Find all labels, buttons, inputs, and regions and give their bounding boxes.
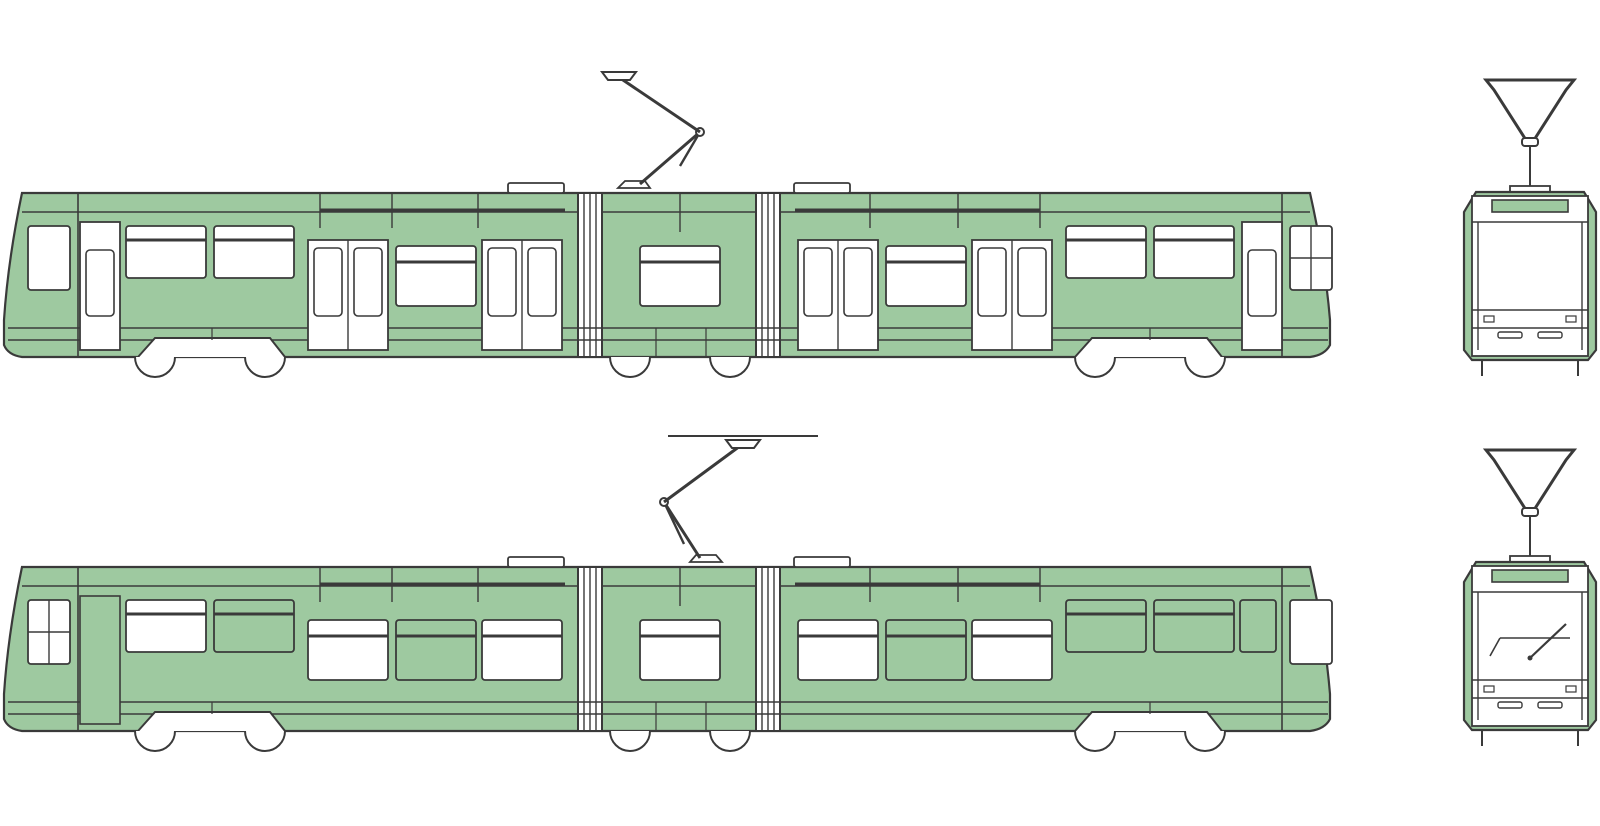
side-view-b (4, 435, 1333, 751)
front-view-b (1464, 450, 1597, 746)
front-view-a (1464, 80, 1596, 376)
pantograph-a (600, 71, 705, 189)
wiper-b (1489, 602, 1597, 661)
pantograph-b (659, 435, 818, 563)
side-view-a (4, 71, 1333, 377)
